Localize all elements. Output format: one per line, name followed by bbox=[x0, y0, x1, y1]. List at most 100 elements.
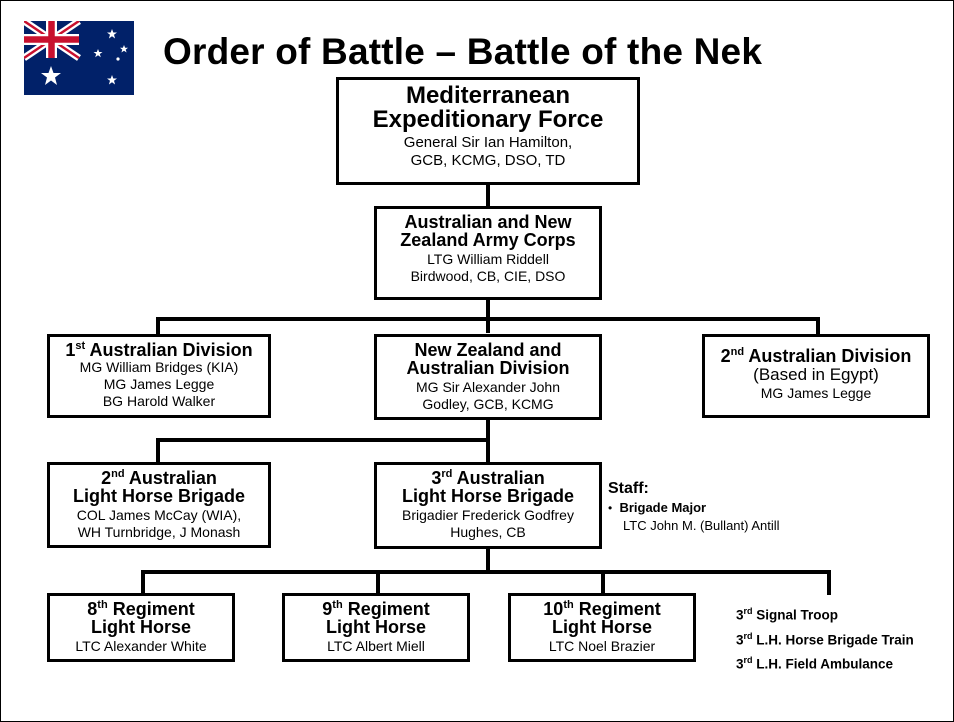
node-mef-title-line2: Expeditionary Force bbox=[372, 106, 604, 133]
connector-div2 bbox=[816, 317, 820, 336]
support-unit-item: 3rd L.H. Field Ambulance bbox=[736, 650, 914, 675]
node-reg9-title-line2: Light Horse bbox=[325, 617, 426, 637]
node-lhb3-l1: Australian bbox=[452, 468, 545, 488]
node-1st-australian-division: 1st Australian Division MG William Bridg… bbox=[47, 334, 271, 418]
node-div2-sup: nd bbox=[730, 346, 745, 358]
node-lhb2-commander-line2: WH Turnbridge, J Monash bbox=[77, 523, 241, 540]
node-lhb3-sup: rd bbox=[441, 468, 453, 480]
node-reg8-l1: Regiment bbox=[107, 599, 195, 619]
support-unit-sup: rd bbox=[743, 606, 753, 616]
node-reg8-title-line1: 8th Regiment bbox=[50, 599, 232, 619]
connector-divisions-bar bbox=[156, 317, 820, 321]
node-2nd-light-horse-brigade: 2nd Australian Light Horse Brigade COL J… bbox=[47, 462, 271, 548]
node-div1-sup: st bbox=[75, 340, 86, 352]
node-lhb2-l1: Australian bbox=[124, 468, 217, 488]
node-anzac-commander-line1: LTG William Riddell bbox=[427, 251, 549, 267]
node-reg8-title-line2: Light Horse bbox=[90, 617, 191, 637]
support-unit-num: 3 bbox=[736, 607, 744, 623]
connector-mef-anzac bbox=[486, 184, 490, 208]
node-mef: Mediterranean Expeditionary Force Genera… bbox=[336, 77, 640, 185]
node-lhb3-commander-line1: Brigadier Frederick Godfrey bbox=[402, 507, 574, 523]
connector-units bbox=[827, 570, 831, 595]
node-reg9-commander: LTC Albert Miell bbox=[327, 638, 425, 654]
connector-reg10 bbox=[601, 570, 605, 595]
connector-lhb3-regiments bbox=[486, 548, 490, 572]
node-div2-num: 2 bbox=[720, 346, 731, 366]
support-unit-text: L.H. Field Ambulance bbox=[752, 656, 894, 672]
node-3rd-light-horse-brigade: 3rd Australian Light Horse Brigade Briga… bbox=[374, 462, 602, 549]
node-lhb3-num: 3 bbox=[431, 468, 442, 488]
staff-role-row: • Brigade Major bbox=[608, 500, 780, 515]
support-units-list: 3rd Signal Troop 3rd L.H. Horse Brigade … bbox=[736, 601, 914, 675]
node-nzdiv-commander-line1: MG Sir Alexander John bbox=[416, 379, 560, 395]
node-reg10-title-line2: Light Horse bbox=[551, 617, 652, 637]
node-anzac-title-line2: Zealand Army Corps bbox=[400, 230, 576, 250]
support-unit-sup: rd bbox=[743, 630, 753, 641]
australian-flag-icon bbox=[24, 21, 134, 95]
node-div2-name: Australian Division bbox=[744, 346, 912, 366]
node-nzdiv-title-line2: Australian Division bbox=[406, 358, 570, 378]
page-title: Order of Battle – Battle of the Nek bbox=[163, 31, 763, 72]
node-lhb2-num: 2 bbox=[101, 468, 112, 488]
node-div2-commander: MG James Legge bbox=[760, 385, 872, 402]
node-reg9-l1: Regiment bbox=[342, 599, 430, 619]
support-unit-text: Signal Troop bbox=[752, 607, 839, 623]
node-reg8-commander: LTC Alexander White bbox=[75, 638, 207, 654]
node-mef-title-line1: Mediterranean bbox=[405, 82, 571, 109]
connector-anzac-divisions bbox=[486, 299, 490, 333]
connector-regiments-bar bbox=[141, 570, 831, 574]
node-lhb2-commander-line1: COL James McCay (WIA), bbox=[76, 507, 242, 523]
node-reg10-title-line1: 10th Regiment bbox=[511, 599, 693, 619]
node-anzac: Australian and New Zealand Army Corps LT… bbox=[374, 206, 602, 300]
node-lhb3-commander-line2: Hughes, CB bbox=[450, 523, 526, 540]
support-unit-item: 3rd L.H. Horse Brigade Train bbox=[736, 626, 914, 651]
node-lhb2-title-line1: 2nd Australian bbox=[50, 468, 268, 488]
node-reg9-num: 9 bbox=[322, 599, 333, 619]
support-unit-sup: rd bbox=[743, 655, 753, 665]
support-unit-item: 3rd Signal Troop bbox=[736, 601, 914, 626]
staff-panel: Staff: • Brigade Major LTC John M. (Bull… bbox=[608, 480, 780, 533]
connector-lhb2 bbox=[156, 438, 160, 464]
node-lhb3-title-line1: 3rd Australian bbox=[377, 468, 599, 488]
node-reg10-commander: LTC Noel Brazier bbox=[548, 638, 656, 654]
node-nz-australian-division: New Zealand and Australian Division MG S… bbox=[374, 334, 602, 420]
support-unit-num: 3 bbox=[736, 632, 744, 647]
node-div1-title: 1st Australian Division bbox=[50, 340, 268, 360]
node-lhb3-title-line2: Light Horse Brigade bbox=[401, 486, 575, 506]
staff-heading: Staff: bbox=[608, 480, 649, 497]
node-reg9-sup: th bbox=[332, 599, 343, 611]
node-9th-regiment: 9th Regiment Light Horse LTC Albert Miel… bbox=[282, 593, 470, 662]
connector-brigades-bar bbox=[156, 438, 490, 442]
node-anzac-commander-line2: Birdwood, CB, CIE, DSO bbox=[410, 267, 566, 284]
node-div1-commander-3: BG Harold Walker bbox=[102, 392, 216, 409]
node-mef-commander-line1: General Sir Ian Hamilton, bbox=[403, 134, 573, 151]
node-2nd-australian-division: 2nd Australian Division (Based in Egypt)… bbox=[702, 334, 930, 418]
connector-reg9 bbox=[376, 570, 380, 595]
node-lhb2-title-line2: Light Horse Brigade bbox=[72, 486, 246, 506]
node-reg8-num: 8 bbox=[87, 599, 98, 619]
node-reg10-l1: Regiment bbox=[573, 599, 661, 619]
staff-role: Brigade Major bbox=[619, 500, 707, 515]
node-lhb2-sup: nd bbox=[111, 468, 125, 480]
node-nzdiv-commander-line2: Godley, GCB, KCMG bbox=[422, 395, 554, 412]
node-reg10-num: 10 bbox=[543, 599, 564, 619]
node-div2-note: (Based in Egypt) bbox=[753, 365, 879, 384]
node-div1-commander-2: MG James Legge bbox=[103, 375, 215, 392]
node-div1-commander-1: MG William Bridges (KIA) bbox=[79, 359, 239, 375]
node-div1-num: 1 bbox=[65, 340, 76, 360]
node-anzac-title-line1: Australian and New bbox=[404, 212, 572, 232]
node-div1-name: Australian Division bbox=[85, 340, 253, 360]
support-unit-text: L.H. Horse Brigade Train bbox=[752, 632, 914, 647]
connector-div1 bbox=[156, 317, 160, 336]
node-nzdiv-title-line1: New Zealand and bbox=[414, 340, 562, 360]
node-reg10-sup: th bbox=[563, 599, 574, 611]
bullet-icon: • bbox=[608, 501, 613, 515]
connector-reg8 bbox=[141, 570, 145, 595]
node-reg9-title-line1: 9th Regiment bbox=[285, 599, 467, 619]
support-unit-num: 3 bbox=[736, 656, 744, 672]
staff-person: LTC John M. (Bullant) Antill bbox=[623, 518, 780, 533]
node-div2-title: 2nd Australian Division bbox=[705, 346, 927, 366]
node-mef-commander-line2: GCB, KCMG, DSO, TD bbox=[410, 152, 566, 169]
node-10th-regiment: 10th Regiment Light Horse LTC Noel Brazi… bbox=[508, 593, 696, 662]
